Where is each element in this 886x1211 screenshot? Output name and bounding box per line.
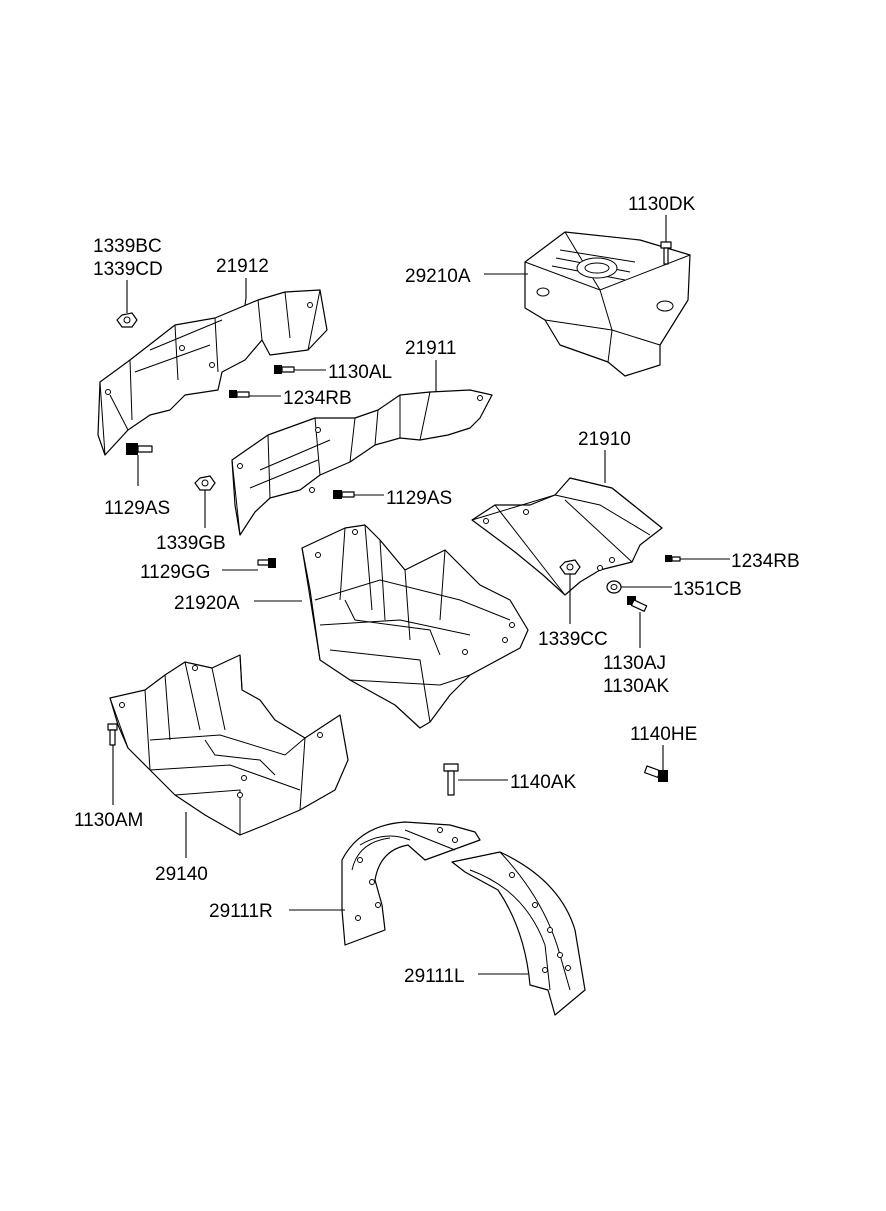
part-label-1339cd: 1339CD bbox=[93, 259, 163, 280]
bolt-icon-1234rb-a bbox=[229, 390, 250, 398]
part-label-1339gb: 1339GB bbox=[156, 533, 226, 554]
part-label-1130aj: 1130AJ bbox=[603, 653, 666, 674]
bolt-icon-1234rb-b bbox=[665, 555, 681, 562]
bolt-icon-1129gg bbox=[257, 558, 276, 568]
part-label-1130am: 1130AM bbox=[74, 810, 143, 831]
leader-lines bbox=[112, 215, 730, 975]
part-label-1130ak: 1130AK bbox=[603, 676, 670, 697]
part-label-1129as-b: 1129AS bbox=[386, 488, 452, 509]
part-label-29111r: 29111R bbox=[209, 901, 273, 922]
heat-protector-21912 bbox=[97, 289, 328, 456]
part-label-1140he: 1140HE bbox=[630, 724, 697, 745]
part-label-21920a: 21920A bbox=[174, 593, 240, 614]
part-label-1130al: 1130AL bbox=[328, 362, 392, 383]
part-label-1339cc: 1339CC bbox=[538, 629, 608, 650]
bolt-icon-1129as-a bbox=[126, 443, 153, 455]
fender-guard-29111l bbox=[451, 851, 586, 1016]
part-label-1339bc: 1339BC bbox=[93, 236, 162, 257]
part-label-29140: 29140 bbox=[155, 864, 208, 885]
washer-icon-1351cb bbox=[606, 580, 622, 594]
part-label-1234rb-b: 1234RB bbox=[731, 551, 800, 572]
part-label-21910: 21910 bbox=[578, 429, 631, 450]
part-label-21911: 21911 bbox=[405, 338, 456, 359]
nut-icon-1339cc bbox=[559, 559, 581, 575]
under-cover-21910 bbox=[471, 477, 663, 596]
part-label-1130dk: 1130DK bbox=[628, 194, 696, 215]
part-label-29210a: 29210A bbox=[405, 266, 471, 287]
part-label-1129gg: 1129GG bbox=[140, 562, 210, 583]
engine-cover-29210a bbox=[524, 231, 691, 377]
nut-icon-1339bc bbox=[116, 312, 138, 328]
bolt-icon-1130aj bbox=[627, 596, 648, 612]
bolt-icon-1140he bbox=[644, 765, 668, 782]
part-label-1140ak: 1140AK bbox=[510, 772, 577, 793]
fender-guard-29111r bbox=[341, 821, 481, 946]
bolt-icon-1129as-b bbox=[333, 490, 355, 499]
part-label-1234rb-a: 1234RB bbox=[283, 388, 352, 409]
skid-plate-29140 bbox=[109, 654, 349, 836]
part-label-1129as-a: 1129AS bbox=[104, 498, 170, 519]
heat-protector-21911 bbox=[231, 389, 493, 536]
bolt-icon-1130al bbox=[274, 365, 295, 374]
part-label-29111l: 29111L bbox=[404, 966, 465, 987]
nut-icon-1339gb bbox=[194, 475, 216, 491]
skid-plate-21920a bbox=[301, 524, 529, 729]
bolt-icon-1130am bbox=[107, 723, 118, 746]
part-label-1351cb: 1351CB bbox=[673, 579, 742, 600]
bolt-icon-1140ak bbox=[443, 763, 459, 796]
part-label-21912: 21912 bbox=[216, 256, 269, 277]
